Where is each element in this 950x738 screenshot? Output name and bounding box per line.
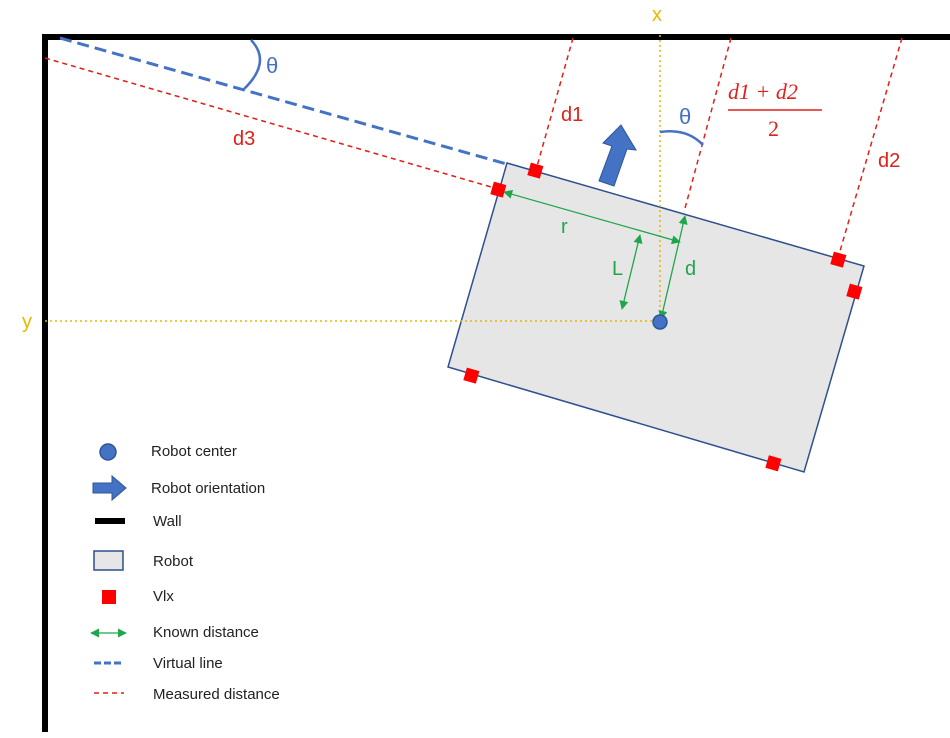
l-label: L [612, 258, 623, 280]
legend-known-distance-label: Known distance [153, 624, 259, 641]
d2-measured-line [837, 37, 903, 259]
d2-label: d2 [878, 150, 900, 172]
legend-robot-center-icon [99, 443, 117, 461]
sensor-right [846, 283, 863, 300]
theta-label-robot: θ [679, 104, 691, 129]
theta-arc-robot [659, 130, 704, 146]
sensor-front-right [830, 251, 847, 268]
x-axis-label: x [652, 4, 662, 26]
legend-robot-orientation-label: Robot orientation [151, 480, 265, 497]
legend-robot-label: Robot [153, 553, 194, 570]
d1-label: d1 [561, 104, 583, 126]
legend-vlx-label: Vlx [153, 588, 174, 605]
known-distance-l [619, 234, 643, 310]
legend-measured-distance-label: Measured distance [153, 686, 280, 703]
formula-numerator: d1 + d2 [728, 79, 798, 104]
legend-robot-icon [93, 550, 124, 571]
d3-measured-line [44, 57, 499, 190]
legend-wall-icon [95, 518, 125, 524]
legend-virtual-line-label: Virtual line [153, 655, 223, 672]
d-label: d [685, 258, 696, 280]
theta-label-wall: θ [266, 53, 278, 78]
legend-orientation-arrow-icon [92, 474, 127, 502]
theta-arc-wall [243, 39, 262, 90]
virtual-line [59, 36, 511, 167]
formula-denominator: 2 [768, 116, 779, 141]
y-axis-label: y [22, 311, 32, 333]
mid-measured-line [683, 37, 732, 213]
d1-measured-line [535, 37, 574, 171]
known-distance-d [658, 215, 688, 320]
d3-label: d3 [233, 128, 255, 150]
sensor-back-right [765, 455, 782, 472]
known-distance-r [503, 189, 681, 245]
legend-robot-center-label: Robot center [151, 443, 237, 460]
sensor-left-front [490, 181, 507, 198]
orientation-arrow-icon [598, 124, 637, 187]
legend-wall-label: Wall [153, 513, 182, 530]
legend-vlx-icon [102, 590, 116, 604]
sensor-front-left [527, 162, 544, 179]
r-label: r [561, 216, 568, 238]
legend: Robot center Robot orientation Wall Robo… [90, 443, 280, 703]
sensor-back-left [463, 367, 480, 384]
robot-center-icon [652, 314, 668, 330]
